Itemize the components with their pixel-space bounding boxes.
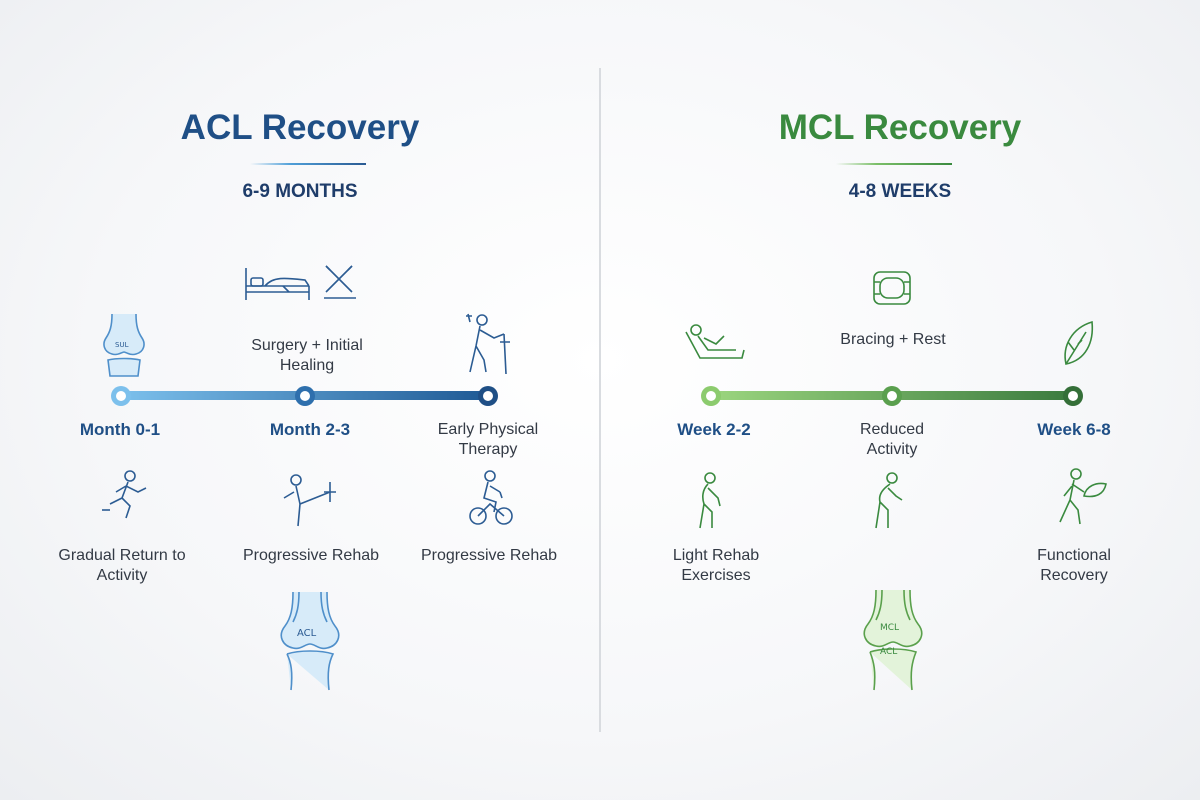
acl-title-rule <box>250 163 366 165</box>
mcl-tick-3: Week 6-8 <box>1037 420 1111 439</box>
mcl-node-3 <box>1063 386 1083 406</box>
acl-title: ACL Recovery <box>180 108 420 147</box>
acl-tick-1: Month 0-1 <box>79 420 161 439</box>
acl-node-1 <box>111 386 131 406</box>
runner-icon <box>102 470 147 519</box>
kicking-exercise-icon <box>283 474 336 527</box>
hospital-bed-icon <box>245 268 310 300</box>
acl-timeline <box>111 386 498 406</box>
reclining-rest-icon <box>685 324 745 359</box>
acl-tick-2: Month 2-3 <box>269 420 351 439</box>
acl-duration: 6-9 MONTHS <box>242 181 358 202</box>
light-rehab-person-icon <box>699 472 721 529</box>
leaf-icon <box>1064 320 1094 365</box>
bending-person-icon <box>875 472 903 529</box>
acl-node-2 <box>295 386 315 406</box>
mcl-duration: 4-8 WEEKS <box>848 181 952 202</box>
mcl-panel: MCL Recovery 4-8 WEEKS Bracing + Rest We… <box>600 0 1200 800</box>
mcl-tick-2: Reduced Activity <box>859 421 925 458</box>
mcl-bottom-1: Light Rehab Exercises <box>672 547 760 584</box>
panel-divider <box>599 68 601 732</box>
svg-text:ACL: ACL <box>297 628 317 639</box>
stationary-bike-icon <box>469 470 513 525</box>
acl-bottom-1: Gradual Return to Activity <box>58 547 186 584</box>
mcl-stage-top-label: Bracing + Rest <box>840 331 946 348</box>
acl-stage-top-label: Surgery + Initial Healing <box>251 337 363 374</box>
acl-bottom-3: Progressive Rehab <box>420 547 558 564</box>
walking-with-leaf-icon <box>1059 468 1107 525</box>
acl-node-3 <box>478 386 498 406</box>
mcl-bottom-2: Functional Recovery <box>1037 547 1111 584</box>
mcl-node-2 <box>882 386 902 406</box>
mcl-node-1 <box>701 386 721 406</box>
acl-tick-3: Early Physical Therapy <box>437 421 539 458</box>
acl-knee-illustration: ACL <box>280 592 340 691</box>
svg-text:SUL: SUL <box>115 341 129 349</box>
mcl-timeline <box>701 386 1083 406</box>
mcl-tick-1: Week 2-2 <box>677 420 751 439</box>
mcl-title: MCL Recovery <box>778 108 1022 147</box>
mcl-title-rule <box>836 163 952 165</box>
acl-panel: ACL Recovery 6-9 MONTHS SUL Surgery + In… <box>58 108 558 691</box>
svg-text:ACL: ACL <box>880 647 897 657</box>
acl-bottom-2: Progressive Rehab <box>242 547 380 564</box>
svg-text:MCL: MCL <box>880 623 899 633</box>
walker-patient-icon <box>466 313 510 375</box>
mcl-knee-illustration: MCL ACL <box>863 590 923 691</box>
knee-joint-icon: SUL <box>103 313 145 377</box>
knee-brace-icon <box>873 271 911 305</box>
crossed-tools-icon <box>324 265 356 299</box>
